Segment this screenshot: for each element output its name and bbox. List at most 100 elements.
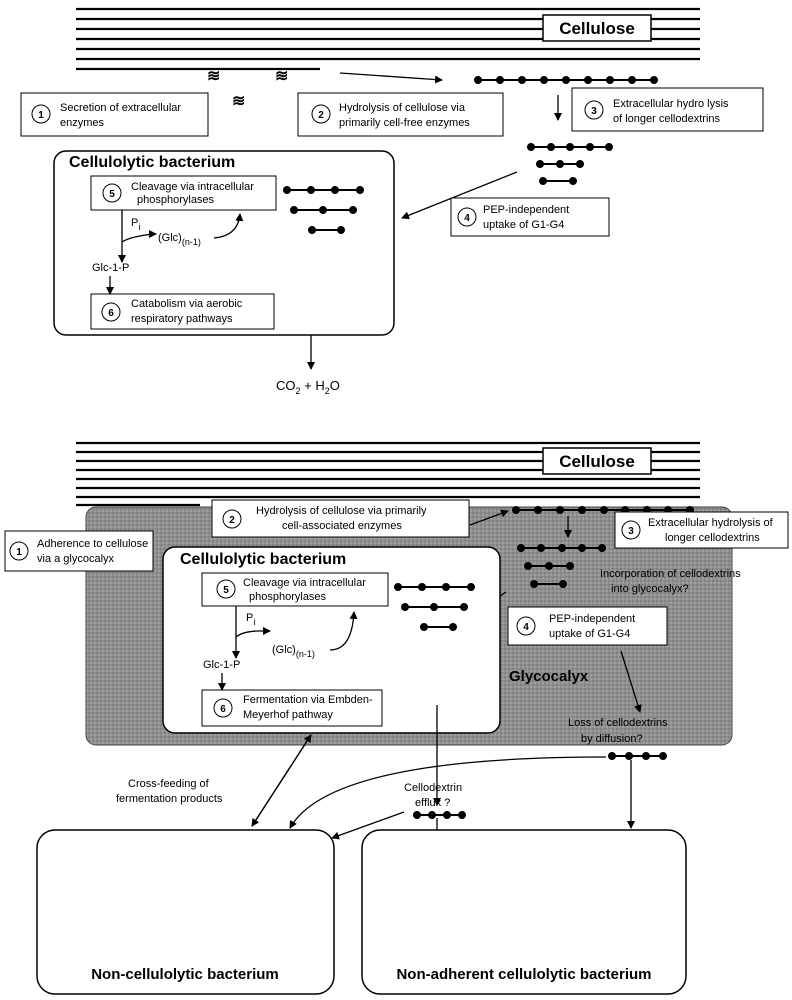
step-label: Extracellular hydrolysis of xyxy=(648,517,774,529)
step-label: Meyerhof pathway xyxy=(243,709,333,721)
step-label: PEP-independent xyxy=(483,204,569,216)
enzyme-icon: ≋ xyxy=(275,68,288,85)
bottom-pi-label: Pi xyxy=(246,612,255,627)
step-label: of longer cellodextrins xyxy=(613,113,721,125)
non-cellulolytic-bacterium: Non-cellulolytic bacterium xyxy=(36,829,335,995)
bottom-step-5: 5 Cleavage via intracellular phosphoryla… xyxy=(201,572,389,607)
top-products-label: CO2 + H2O xyxy=(276,378,340,396)
top-step-6: 6 Catabolism via aerobic respiratory pat… xyxy=(90,293,275,330)
step-number: 5 xyxy=(223,585,229,596)
bottom-cellulose-fibers xyxy=(76,441,700,507)
top-short-cellodextrins xyxy=(527,143,613,185)
top-internal-cellodextrins xyxy=(283,186,364,234)
bottom-efflux-cellodextrin xyxy=(413,811,466,819)
step-label: longer cellodextrins xyxy=(665,532,760,544)
top-arrow-recycle xyxy=(213,213,244,239)
bottom-arrow-recycle xyxy=(329,611,358,651)
step-number: 6 xyxy=(108,308,114,319)
top-bacterium-title: Cellulolytic bacterium xyxy=(69,154,235,171)
incorporation-line2: into glycocalyx? xyxy=(611,583,689,595)
top-step-3: 3 Extracellular hydro lysis of longer ce… xyxy=(571,87,764,132)
step-number: 4 xyxy=(523,622,529,633)
top-arrow-to-glc xyxy=(121,230,157,243)
bottom-step-2: 2 Hydrolysis of cellulose via primarily … xyxy=(211,499,470,538)
step-label: phosphorylases xyxy=(137,194,215,206)
step-label: uptake of G1-G4 xyxy=(549,628,630,640)
non-adherent-cellulolytic-bacterium: Non-adherent cellulolytic bacterium xyxy=(361,829,687,995)
step-label: uptake of G1-G4 xyxy=(483,219,564,231)
bottom-cellulose-label-box: Cellulose xyxy=(542,447,652,475)
step-label: Cleavage via intracellular xyxy=(243,577,366,589)
step-label: enzymes xyxy=(60,117,105,129)
step-label: Hydrolysis of cellulose via xyxy=(339,102,466,114)
top-arrow-to-cellodextrin xyxy=(339,72,443,84)
loss-line2: by diffusion? xyxy=(581,733,643,745)
enzyme-icon: ≋ xyxy=(232,93,245,110)
bottom-arrow-to-glc xyxy=(235,627,271,638)
step-label: Fermentation via Embden- xyxy=(243,694,373,706)
step-label: PEP-independent xyxy=(549,613,635,625)
top-cellulose-label: Cellulose xyxy=(559,19,635,38)
top-glc-label: (Glc)(n-1) xyxy=(158,232,201,247)
bottom-short-cellodextrins xyxy=(517,544,606,588)
bottom-bacterium-title: Cellulolytic bacterium xyxy=(180,551,346,568)
step-label: via a glycocalyx xyxy=(37,553,115,565)
bottom-step-4: 4 PEP-independent uptake of G1-G4 xyxy=(507,606,668,646)
step-label: Hydrolysis of cellulose via primarily xyxy=(256,505,427,517)
bottom-step-3: 3 Extracellular hydrolysis of longer cel… xyxy=(614,511,789,549)
bottom-glc-label: (Glc)(n-1) xyxy=(272,644,315,659)
efflux-line1: Cellodextrin xyxy=(404,782,462,794)
bottom-internal-cellodextrins xyxy=(394,583,475,631)
top-arrow-uptake xyxy=(401,171,518,220)
step-label: primarily cell-free enzymes xyxy=(339,117,470,129)
bottom-long-cellodextrin xyxy=(512,506,694,514)
step-label: Adherence to cellulose xyxy=(37,538,148,550)
step-number: 3 xyxy=(591,106,597,117)
step-number: 2 xyxy=(229,515,235,526)
step-label: Extracellular hydro lysis xyxy=(613,98,729,110)
top-cellulolytic-bacterium: Cellulolytic bacterium 5 Cleavage via in… xyxy=(53,150,395,336)
step-number: 3 xyxy=(628,526,634,537)
top-cellulose-fibers xyxy=(76,7,700,71)
step-number: 1 xyxy=(16,547,22,558)
step-number: 1 xyxy=(38,110,44,121)
bottom-step-6: 6 Fermentation via Embden- Meyerhof path… xyxy=(201,689,383,727)
step-label: Secretion of extracellular xyxy=(60,102,181,114)
top-step-5: 5 Cleavage via intracellular phosphoryla… xyxy=(90,175,277,211)
bottom-diffused-cellodextrin xyxy=(608,752,667,760)
top-step-2: 2 Hydrolysis of cellulose via primarily … xyxy=(297,92,504,137)
step-label: cell-associated enzymes xyxy=(282,520,402,532)
step-label: Cleavage via intracellular xyxy=(131,181,254,193)
top-glc1p-label: Glc-1-P xyxy=(92,262,129,274)
top-long-cellodextrin xyxy=(474,76,658,84)
step-number: 2 xyxy=(318,110,324,121)
arrow-cross-feeding-up xyxy=(251,734,312,827)
enzyme-icon: ≋ xyxy=(207,68,220,85)
step-number: 4 xyxy=(464,213,470,224)
bottom-arrow-to-loss xyxy=(620,650,642,713)
cross-feeding-line2: fermentation products xyxy=(116,793,223,805)
step-number: 5 xyxy=(109,189,115,200)
bottom-cellulose-label: Cellulose xyxy=(559,452,635,471)
top-pi-label: Pi xyxy=(131,217,140,232)
bottom-panel: Cellulose 1 Adherence to cellulose via a… xyxy=(4,441,789,995)
cross-feeding-line1: Cross-feeding of xyxy=(128,778,210,790)
loss-line1: Loss of cellodextrins xyxy=(568,717,668,729)
step-label: phosphorylases xyxy=(249,591,327,603)
incorporation-line1: Incorporation of cellodextrins xyxy=(600,568,741,580)
efflux-line2: efflux ? xyxy=(415,797,450,809)
top-enzyme-glyphs: ≋ ≋ ≋ xyxy=(207,68,288,110)
non-adherent-label: Non-adherent cellulolytic bacterium xyxy=(396,966,651,983)
arrow-efflux-to-noncellulolytic xyxy=(331,811,405,840)
bottom-glc1p-label: Glc-1-P xyxy=(203,659,240,671)
bottom-step-1: 1 Adherence to cellulose via a glycocaly… xyxy=(4,530,154,572)
arrow-diffusion-to-noncellulolytic xyxy=(289,756,607,829)
top-cellulose-label-box: Cellulose xyxy=(542,14,652,42)
bottom-cellulolytic-bacterium: Cellulolytic bacterium 5 Cleavage via in… xyxy=(162,546,501,734)
top-panel: Cellulose ≋ ≋ ≋ 1 Secretion of extracell… xyxy=(20,7,764,396)
non-cellulolytic-label: Non-cellulolytic bacterium xyxy=(91,966,279,983)
step-label: Catabolism via aerobic xyxy=(131,298,243,310)
step-number: 6 xyxy=(220,704,226,715)
top-step-1: 1 Secretion of extracellular enzymes xyxy=(20,92,209,137)
